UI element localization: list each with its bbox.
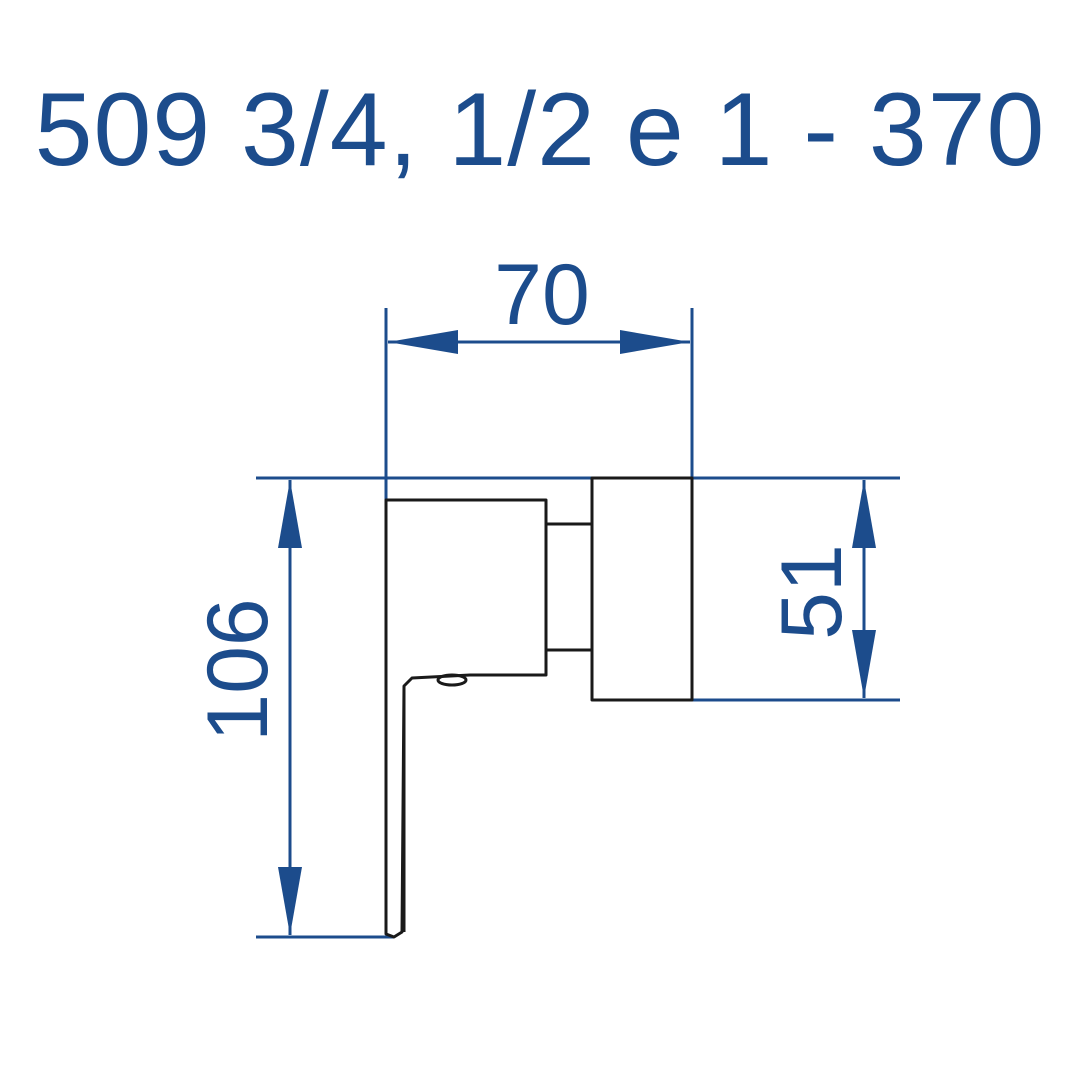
handle-lever <box>384 498 548 939</box>
arrow-left-icon <box>388 330 458 354</box>
depth-label: 51 <box>764 544 860 640</box>
arrow-right-icon <box>620 330 690 354</box>
cover-plate <box>590 476 694 702</box>
arrowheads <box>278 330 876 935</box>
diagram-title: 509 3/4, 1/2 e 1 - 370 <box>34 72 1046 188</box>
width-label: 70 <box>494 247 590 343</box>
arrow-up-icon <box>852 480 876 548</box>
valve-outline <box>384 476 694 939</box>
arrow-down-icon <box>852 630 876 698</box>
height-label: 106 <box>190 598 286 742</box>
arrow-down-icon <box>278 867 302 935</box>
arrow-up-icon <box>278 480 302 548</box>
pivot-screw-icon <box>436 673 468 687</box>
connecting-stem <box>544 522 594 652</box>
